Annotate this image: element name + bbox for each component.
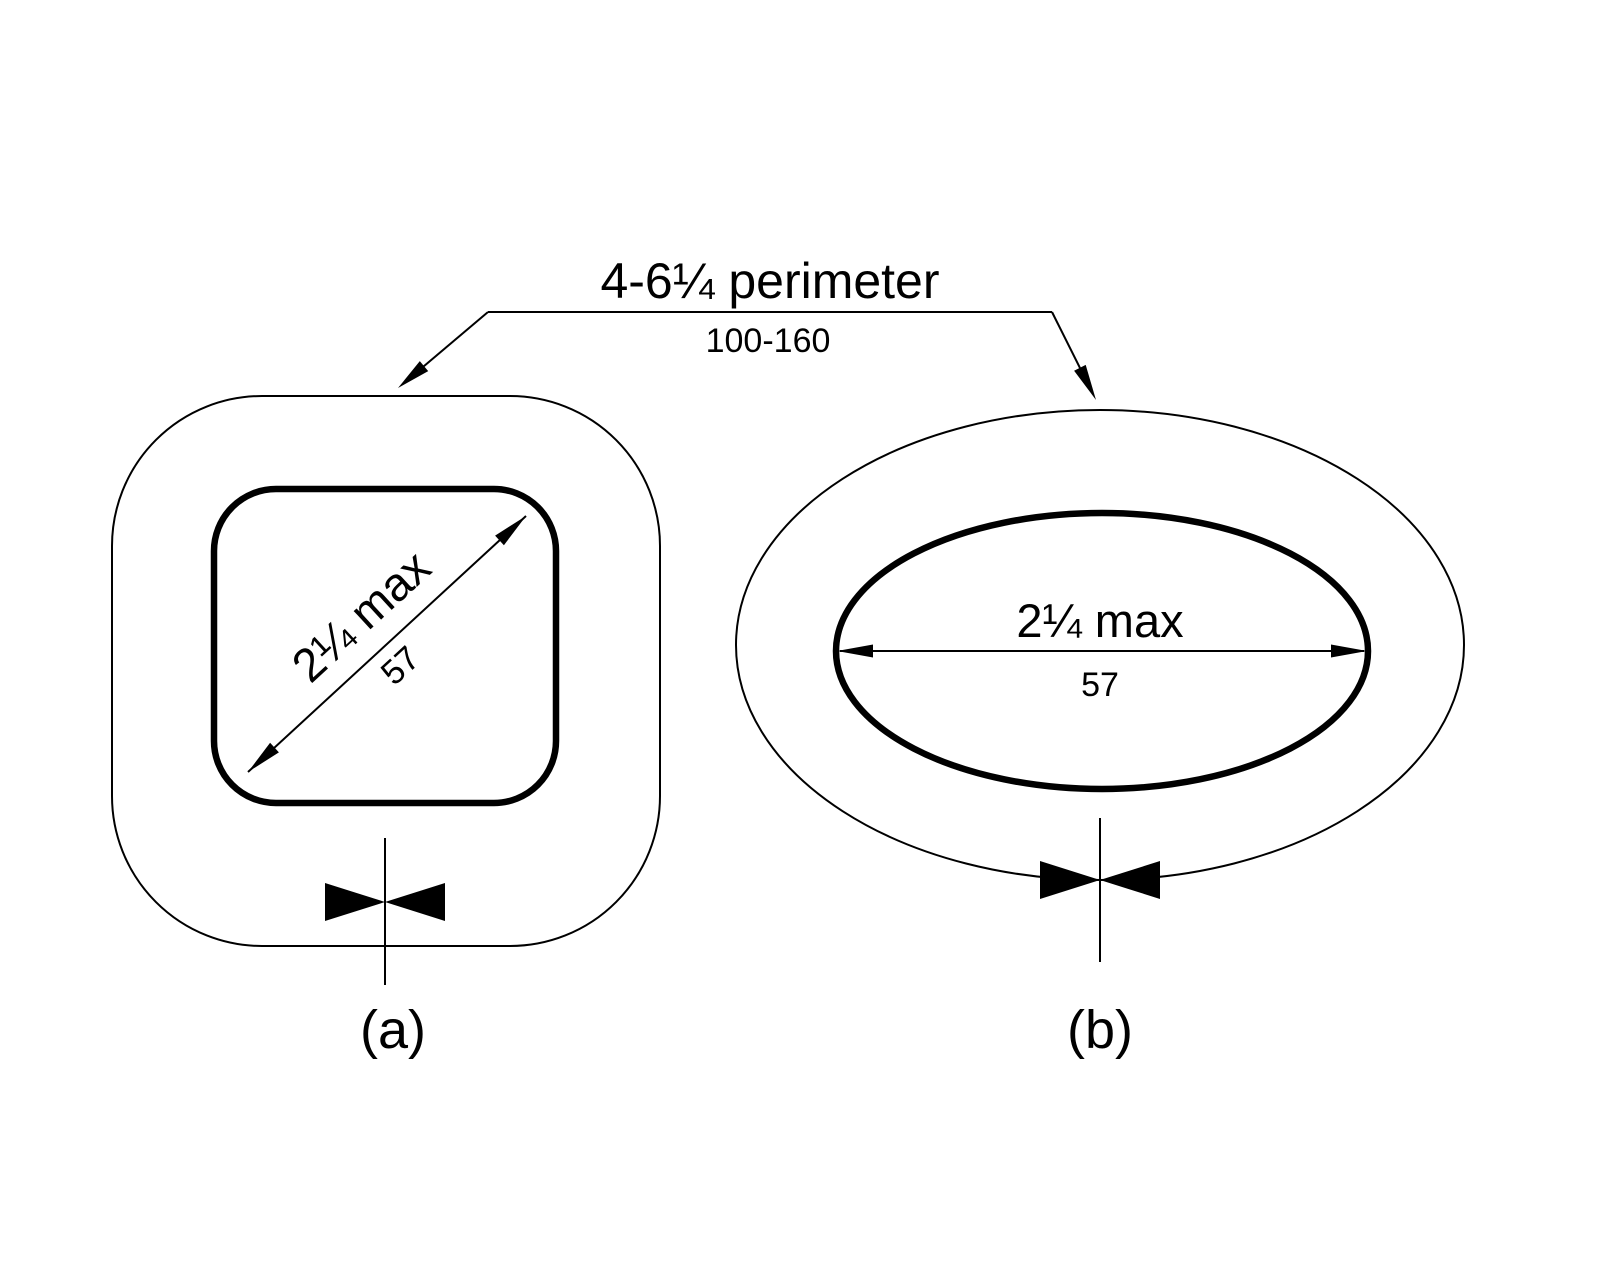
perimeter-meet-arrow-icon	[385, 883, 445, 921]
perimeter-meet-arrow-icon	[1040, 861, 1100, 899]
figure-b: 2¼ max 57 (b)	[735, 409, 1465, 1060]
horizontal-dimension-b: 2¼ max 57	[837, 594, 1367, 704]
dimension-arrow-icon	[248, 742, 279, 772]
dimension-arrow-icon	[1331, 644, 1367, 658]
handrail-cross-section-a	[210, 485, 560, 807]
perimeter-meet-arrow-icon	[325, 883, 385, 921]
leader-arrow-b-icon	[1074, 364, 1096, 400]
perimeter-label: 4-6¼ perimeter	[600, 253, 939, 309]
handrail-cross-section-b	[832, 509, 1372, 793]
leader-arrow-a-icon	[398, 361, 429, 388]
caption-a: (a)	[360, 1000, 426, 1060]
perimeter-callout: 4-6¼ perimeter 100-160	[398, 253, 1096, 400]
diagonal-dimension-a: 2¼ max 57	[247, 515, 527, 773]
figure-a: 2¼ max 57 (a)	[111, 395, 661, 1060]
diagonal-dimension-line-a	[247, 515, 527, 773]
perimeter-tick-b	[1040, 818, 1160, 962]
perimeter-meet-arrow-icon	[1100, 861, 1160, 899]
dimension-label-b: 2¼ max	[1016, 594, 1183, 647]
perimeter-metric: 100-160	[706, 322, 831, 360]
dimension-metric-a: 57	[374, 639, 428, 693]
dimension-metric-b: 57	[1081, 666, 1119, 704]
dimension-arrow-icon	[495, 516, 526, 546]
caption-b: (b)	[1067, 1000, 1133, 1060]
perimeter-tick-a	[325, 838, 445, 985]
dimension-arrow-icon	[837, 644, 873, 658]
